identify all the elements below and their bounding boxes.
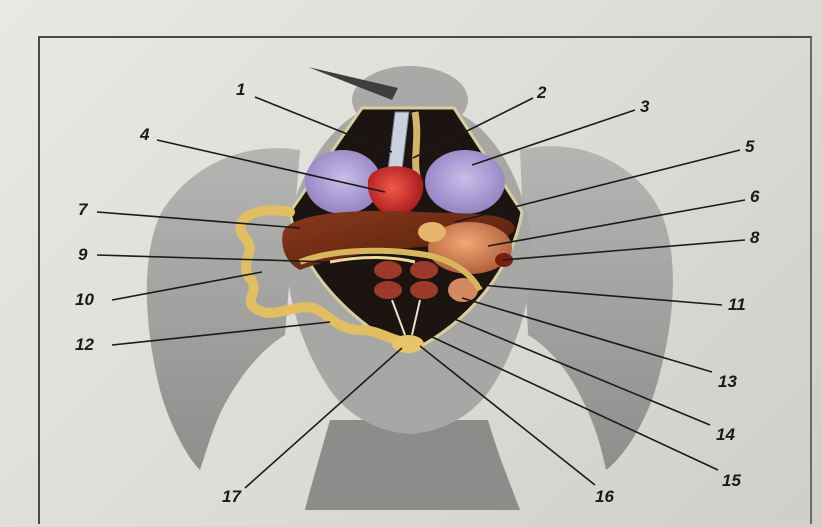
right-lung (425, 150, 505, 214)
label-9: 9 (78, 245, 88, 264)
bird-body (147, 66, 673, 510)
label-4: 4 (139, 125, 150, 144)
label-7: 7 (78, 200, 89, 219)
label-16: 16 (595, 487, 614, 506)
label-5: 5 (745, 137, 755, 156)
label-6: 6 (750, 187, 760, 206)
proventriculus (418, 222, 446, 242)
label-15: 15 (722, 471, 741, 490)
right-wing (520, 146, 673, 470)
label-12: 12 (75, 335, 94, 354)
esophagus (415, 112, 418, 180)
label-8: 8 (750, 228, 760, 247)
label-10: 10 (75, 290, 94, 309)
label-17: 17 (222, 487, 242, 506)
label-14: 14 (716, 425, 735, 444)
label-1: 1 (236, 80, 245, 99)
label-3: 3 (640, 97, 650, 116)
label-2: 2 (536, 83, 547, 102)
label-13: 13 (718, 372, 737, 391)
cloaca (392, 335, 424, 353)
label-11: 11 (728, 295, 746, 314)
